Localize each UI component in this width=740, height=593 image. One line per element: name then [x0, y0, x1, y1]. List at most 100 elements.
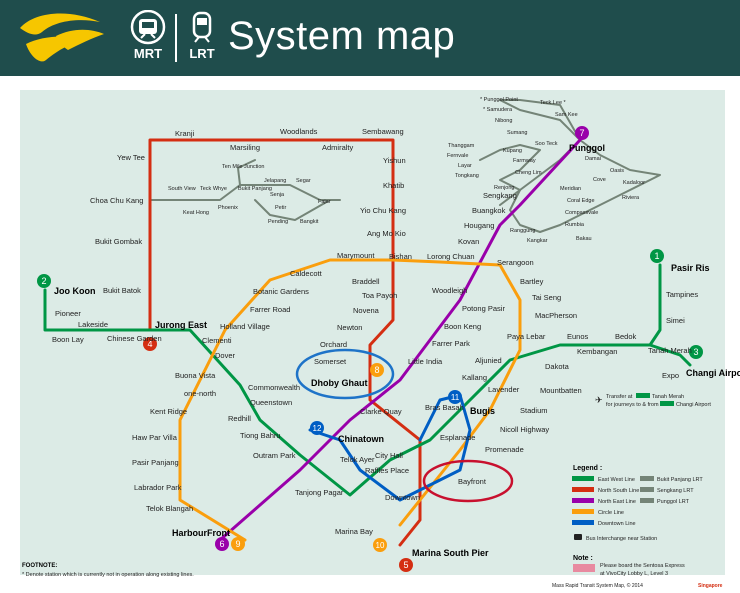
station-marina-bay[interactable]: Marina Bay	[335, 527, 373, 536]
station-marymount[interactable]: Marymount	[337, 251, 375, 260]
station-botanic-gardens[interactable]: Botanic Gardens	[253, 287, 309, 296]
station-damai[interactable]: Damai	[585, 156, 601, 162]
station-kranji[interactable]: Kranji	[175, 129, 195, 138]
station-soo-teck[interactable]: Soo Teck	[535, 141, 558, 147]
station-clementi[interactable]: Clementi	[202, 336, 232, 345]
station-choa-chu-kang[interactable]: Choa Chu Kang	[90, 196, 143, 205]
station-chinatown[interactable]: Chinatown	[338, 434, 384, 444]
station-nibong[interactable]: Nibong	[495, 118, 512, 124]
station-keat-hong[interactable]: Keat Hong	[183, 210, 209, 216]
station-bishan[interactable]: Bishan	[389, 252, 412, 261]
station-queenstown[interactable]: Queenstown	[250, 398, 292, 407]
station-redhill[interactable]: Redhill	[228, 414, 251, 423]
station-south-view[interactable]: South View	[168, 186, 196, 192]
station-woodlands[interactable]: Woodlands	[280, 127, 318, 136]
station-teck-whye[interactable]: Teck Whye	[200, 186, 227, 192]
station-potong-pasir[interactable]: Potong Pasir	[462, 304, 505, 313]
station-yew-tee[interactable]: Yew Tee	[117, 153, 145, 162]
station-one-north[interactable]: one-north	[184, 389, 216, 398]
station-farmway[interactable]: Farmway	[513, 158, 536, 164]
station-novena[interactable]: Novena	[353, 306, 380, 315]
station-cove[interactable]: Cove	[593, 177, 606, 183]
station-ranggung[interactable]: Ranggung	[510, 228, 535, 234]
station-yio-chu-kang[interactable]: Yio Chu Kang	[360, 206, 406, 215]
station-layar[interactable]: Layar	[458, 163, 472, 169]
station-bedok[interactable]: Bedok	[615, 332, 637, 341]
station-commonwealth[interactable]: Commonwealth	[248, 383, 300, 392]
station-ang-mo-kio[interactable]: Ang Mo Kio	[367, 229, 406, 238]
station-jurong-east[interactable]: Jurong East	[155, 320, 207, 330]
station-kupang[interactable]: Kupang	[503, 148, 522, 154]
station-fernvale[interactable]: Fernvale	[447, 153, 468, 159]
station-sam-kee[interactable]: Sam Kee	[555, 112, 578, 118]
station-sumang[interactable]: Sumang	[507, 130, 528, 136]
station-compassvale[interactable]: Compassvale	[565, 210, 598, 216]
station-nicoll-highway[interactable]: Nicoll Highway	[500, 425, 549, 434]
station-meridian[interactable]: Meridian	[560, 186, 581, 192]
station-toa-payoh[interactable]: Toa Payoh	[362, 291, 397, 300]
station-thanggam[interactable]: Thanggam	[448, 143, 475, 149]
station-samudera[interactable]: * Samudera	[483, 107, 513, 113]
station-lakeside[interactable]: Lakeside	[78, 320, 108, 329]
station-jelapang[interactable]: Jelapang	[264, 178, 286, 184]
station-kangkar[interactable]: Kangkar	[527, 238, 548, 244]
station-city-hall[interactable]: City Hall	[375, 451, 403, 460]
station-segar[interactable]: Segar	[296, 178, 311, 184]
station-renjong[interactable]: Renjong	[494, 185, 515, 191]
station-kembangan[interactable]: Kembangan	[577, 347, 617, 356]
station-expo[interactable]: Expo	[662, 371, 679, 380]
station-fajar[interactable]: Fajar	[318, 199, 331, 205]
station-pending[interactable]: Pending	[268, 219, 288, 225]
station-bukit-gombak[interactable]: Bukit Gombak	[95, 237, 142, 246]
station-lorong-chuan[interactable]: Lorong Chuan	[427, 252, 475, 261]
station-dhoby-ghaut[interactable]: Dhoby Ghaut	[311, 378, 368, 388]
station-oasis[interactable]: Oasis	[610, 168, 624, 174]
station-macpherson[interactable]: MacPherson	[535, 311, 577, 320]
station-harbourfront[interactable]: HarbourFront	[172, 528, 230, 538]
station-lavender[interactable]: Lavender	[488, 385, 520, 394]
station-boon-lay[interactable]: Boon Lay	[52, 335, 84, 344]
station-tiong-bahru[interactable]: Tiong Bahru	[240, 431, 281, 440]
station-haw-par-villa[interactable]: Haw Par Villa	[132, 433, 178, 442]
station-bukit-batok[interactable]: Bukit Batok	[103, 286, 141, 295]
station-rumbia[interactable]: Rumbia	[565, 222, 585, 228]
station-senja[interactable]: Senja	[270, 192, 285, 198]
station-aljunied[interactable]: Aljunied	[475, 356, 502, 365]
station-coral-edge[interactable]: Coral Edge	[567, 198, 595, 204]
station-simei[interactable]: Simei	[666, 316, 685, 325]
station-bras-basah[interactable]: Bras Basah	[425, 403, 464, 412]
station-telok-ayer[interactable]: Telok Ayer	[340, 455, 375, 464]
station-pasir-panjang[interactable]: Pasir Panjang	[132, 458, 179, 467]
station-admiralty[interactable]: Admiralty	[322, 143, 354, 152]
station-boon-keng[interactable]: Boon Keng	[444, 322, 481, 331]
station-paya-lebar[interactable]: Paya Lebar	[507, 332, 546, 341]
station-tai-seng[interactable]: Tai Seng	[532, 293, 561, 302]
station-downtown[interactable]: Downtown	[385, 493, 420, 502]
station-telok-blangah[interactable]: Telok Blangah	[146, 504, 193, 513]
station-buangkok[interactable]: Buangkok	[472, 206, 506, 215]
station-bayfront[interactable]: Bayfront	[458, 477, 487, 486]
station-eunos[interactable]: Eunos	[567, 332, 589, 341]
station-dakota[interactable]: Dakota	[545, 362, 570, 371]
station-kent-ridge[interactable]: Kent Ridge	[150, 407, 187, 416]
station-farrer-park[interactable]: Farrer Park	[432, 339, 470, 348]
station-phoenix[interactable]: Phoenix	[218, 205, 238, 211]
station-kadaloor[interactable]: Kadaloor	[623, 180, 645, 186]
station-marina-south-pier[interactable]: Marina South Pier	[412, 548, 489, 558]
station-punggol[interactable]: Punggol	[569, 143, 605, 153]
station-outram-park[interactable]: Outram Park	[253, 451, 296, 460]
station-bartley[interactable]: Bartley	[520, 277, 544, 286]
station-buona-vista[interactable]: Buona Vista	[175, 371, 216, 380]
station-hougang[interactable]: Hougang	[464, 221, 494, 230]
station-pasir-ris[interactable]: Pasir Ris	[671, 263, 710, 273]
station-bugis[interactable]: Bugis	[470, 406, 495, 416]
station-clarke-quay[interactable]: Clarke Quay	[360, 407, 402, 416]
station-khatib[interactable]: Khatib	[383, 181, 404, 190]
station-dover[interactable]: Dover	[215, 351, 236, 360]
station-cheng-lim[interactable]: Cheng Lim	[515, 170, 542, 176]
station-sengkang[interactable]: Sengkang	[483, 191, 517, 200]
station-chinese-garden[interactable]: Chinese Garden	[107, 334, 162, 343]
station-braddell[interactable]: Braddell	[352, 277, 380, 286]
station-labrador-park[interactable]: Labrador Park	[134, 483, 182, 492]
station-petir[interactable]: Petir	[275, 205, 286, 211]
